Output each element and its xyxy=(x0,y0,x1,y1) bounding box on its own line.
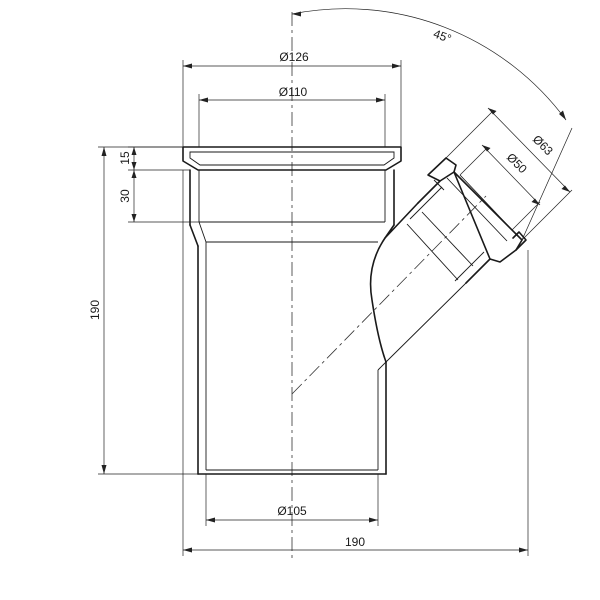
dim-pipe: Ø105 xyxy=(205,474,379,526)
dim-overall-width: 190 xyxy=(182,170,529,556)
dim-socket-outer: Ø126 xyxy=(182,50,402,147)
label-socket-inner-diameter: Ø110 xyxy=(279,85,308,99)
dim-overall-height: 190 xyxy=(88,146,198,475)
label-overall-width: 190 xyxy=(345,535,365,549)
label-socket-depth: 30 xyxy=(118,189,132,203)
dim-branch-diameters: Ø63 Ø50 xyxy=(445,107,573,241)
branch-pipe xyxy=(369,157,527,371)
dim-socket-depths: 15 30 xyxy=(118,146,199,223)
label-branch-inner-diameter: Ø50 xyxy=(504,150,530,176)
seal-ring-inner xyxy=(189,151,395,166)
main-pipe-body xyxy=(182,146,402,475)
label-overall-height: 190 xyxy=(88,300,102,320)
label-seal-depth: 15 xyxy=(118,151,132,165)
dim-socket-inner: Ø110 xyxy=(198,85,386,147)
dim-branch-angle: 45° xyxy=(291,8,573,241)
label-socket-outer-diameter: Ø126 xyxy=(279,50,309,64)
label-branch-angle: 45° xyxy=(431,27,453,46)
label-pipe-diameter: Ø105 xyxy=(277,504,307,518)
branch-intersection-curve xyxy=(369,237,387,363)
branch-center-axis xyxy=(291,195,487,395)
